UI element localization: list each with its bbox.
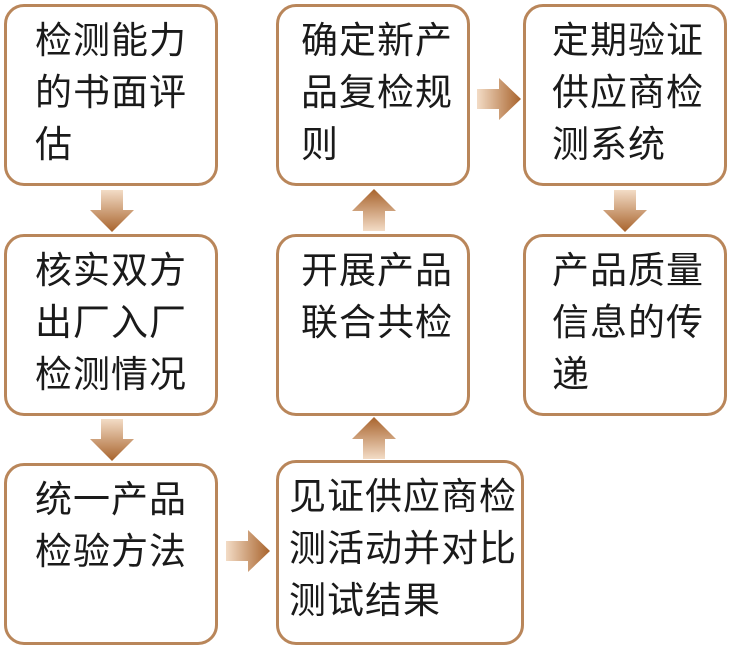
step-joint-inspection: 开展产品联合共检 <box>276 234 470 416</box>
arrow-right-icon <box>226 530 270 572</box>
arrow-down-icon <box>90 190 134 232</box>
step-capability-assessment: 检测能力的书面评估 <box>4 4 218 186</box>
arrow-up-icon <box>352 417 396 459</box>
arrow-down-icon <box>90 419 134 461</box>
step-periodic-verification-label: 定期验证供应商检测系统 <box>552 19 704 166</box>
step-unify-methods-label: 统一产品检验方法 <box>35 478 187 573</box>
arrow-down-icon <box>603 190 647 232</box>
step-joint-inspection-label: 开展产品联合共检 <box>301 249 453 344</box>
step-periodic-verification: 定期验证供应商检测系统 <box>523 4 727 186</box>
step-recheck-rules-label: 确定新产品复检规则 <box>301 19 453 166</box>
step-unify-methods: 统一产品检验方法 <box>4 463 218 645</box>
arrow-up-icon <box>352 189 396 231</box>
step-verify-inspection-label: 核实双方出厂入厂检测情况 <box>35 249 187 396</box>
step-verify-inspection: 核实双方出厂入厂检测情况 <box>4 234 218 416</box>
step-capability-assessment-label: 检测能力的书面评估 <box>35 19 187 166</box>
step-recheck-rules: 确定新产品复检规则 <box>276 4 470 186</box>
step-quality-info: 产品质量信息的传递 <box>523 234 727 416</box>
step-witness-testing-label: 见证供应商检测活动并对比测试结果 <box>289 475 517 622</box>
step-witness-testing: 见证供应商检测活动并对比测试结果 <box>276 460 524 645</box>
step-quality-info-label: 产品质量信息的传递 <box>552 249 704 396</box>
arrow-right-icon <box>477 78 521 120</box>
